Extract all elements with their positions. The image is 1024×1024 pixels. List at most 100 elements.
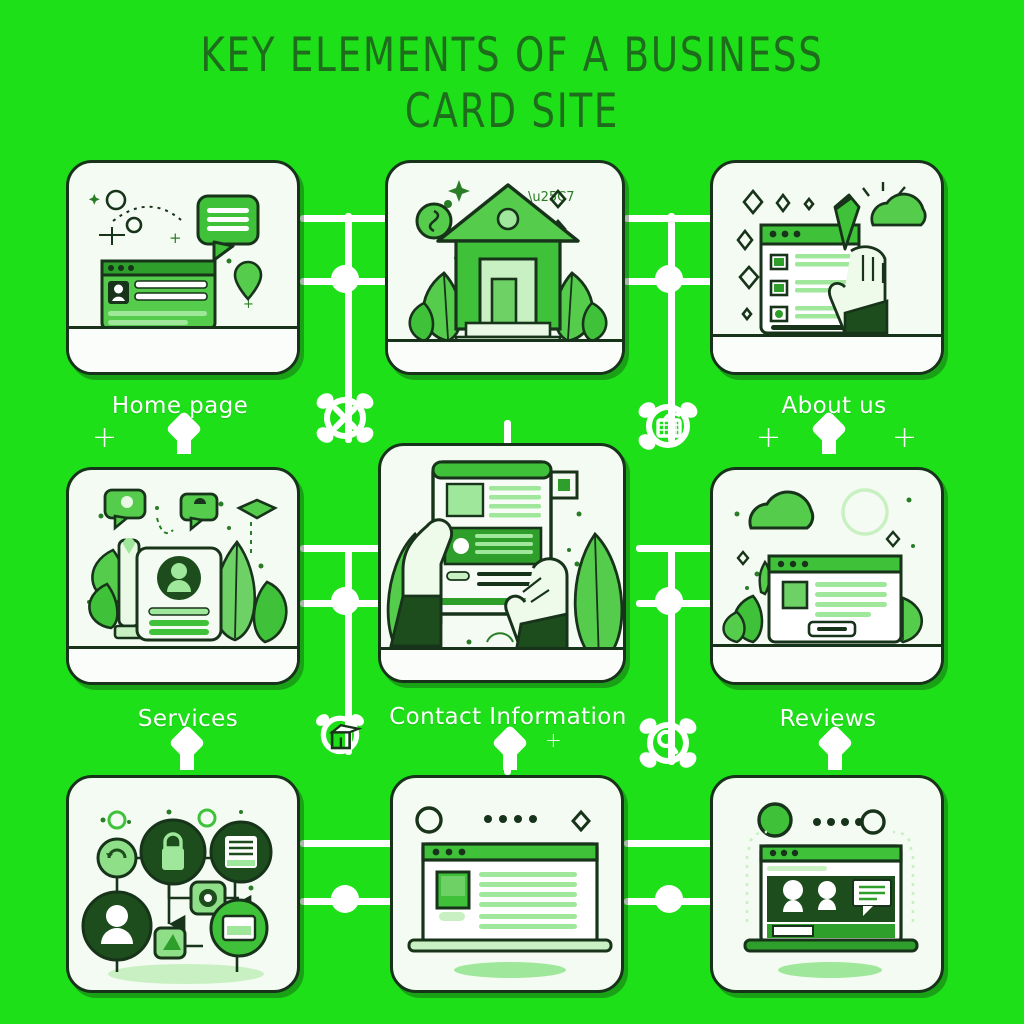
pin-marker bbox=[828, 746, 842, 770]
leaf-icon bbox=[722, 559, 771, 644]
card-floor bbox=[388, 338, 622, 372]
leaf-icon bbox=[573, 531, 623, 666]
laptop-icon bbox=[407, 842, 613, 953]
card-floor bbox=[381, 647, 623, 680]
plus-decoration: + bbox=[545, 728, 562, 752]
illustration-home-page: + + bbox=[69, 163, 297, 372]
connector-line bbox=[668, 213, 675, 443]
person-avatar bbox=[818, 881, 836, 910]
connector-line bbox=[345, 545, 352, 755]
speech-bubble-icon bbox=[852, 879, 892, 916]
node-diagram-art bbox=[81, 808, 273, 984]
illustration-reviews bbox=[713, 470, 941, 682]
laptop-article-art bbox=[407, 806, 613, 978]
card-home-page[interactable]: + + bbox=[66, 160, 300, 375]
about-us-art bbox=[736, 182, 927, 335]
page-title: KEY ELEMENTS OF A BUSINESS CARD SITE bbox=[200, 28, 824, 139]
leaf-icon bbox=[212, 539, 288, 644]
contact-information-art bbox=[386, 460, 623, 666]
hand-icon bbox=[389, 518, 454, 648]
connector-line bbox=[624, 840, 720, 847]
pin-marker bbox=[822, 432, 836, 454]
leaf-icon bbox=[553, 271, 608, 343]
cloud-icon bbox=[748, 490, 815, 530]
card-contact-information[interactable] bbox=[378, 443, 626, 683]
illustration-node-diagram bbox=[69, 778, 297, 990]
badge-icon bbox=[415, 202, 453, 240]
connector-node bbox=[655, 885, 683, 913]
person-node bbox=[81, 890, 153, 962]
lock-node bbox=[139, 818, 207, 886]
document-node bbox=[209, 820, 273, 884]
sync-node bbox=[96, 837, 138, 879]
connector-node bbox=[655, 587, 683, 615]
qr-icon bbox=[549, 470, 579, 500]
card-node-diagram[interactable] bbox=[66, 775, 300, 993]
illustration-services bbox=[69, 470, 297, 682]
services-art bbox=[87, 488, 288, 644]
badge-box-circle[interactable] bbox=[312, 706, 368, 762]
connector-node bbox=[331, 265, 359, 293]
connector-node bbox=[331, 885, 359, 913]
leaf-icon bbox=[88, 548, 127, 630]
badge-basket-circle[interactable] bbox=[636, 392, 700, 456]
search-icon bbox=[657, 730, 679, 755]
location-pin-icon bbox=[233, 260, 263, 301]
share-node bbox=[153, 926, 187, 960]
illustration-about-us bbox=[713, 163, 941, 372]
badge-search-circle[interactable] bbox=[636, 710, 700, 774]
card-reviews[interactable] bbox=[710, 467, 944, 685]
plus-decoration: + bbox=[92, 420, 118, 455]
speech-bubble-icon bbox=[103, 488, 147, 531]
plus-decoration: + bbox=[892, 420, 918, 455]
connector-line bbox=[504, 420, 511, 450]
connector-node bbox=[655, 265, 683, 293]
camera-node bbox=[189, 880, 227, 916]
window-node bbox=[209, 898, 269, 958]
card-services[interactable] bbox=[66, 467, 300, 685]
home-page-art: + + bbox=[88, 189, 263, 331]
tablet-card-icon bbox=[431, 460, 553, 616]
illustration-laptop-article bbox=[393, 778, 621, 990]
svg-text:+: + bbox=[243, 297, 254, 312]
hand-with-pencil-icon bbox=[828, 193, 889, 335]
card-floor bbox=[69, 326, 297, 372]
connector-node bbox=[331, 587, 359, 615]
card-laptop-people[interactable] bbox=[710, 775, 944, 993]
laptop-icon bbox=[743, 844, 919, 953]
card-floor bbox=[69, 645, 297, 682]
badge-cross-circle[interactable] bbox=[313, 385, 377, 449]
card-laptop-article[interactable] bbox=[390, 775, 624, 993]
connector-line bbox=[300, 840, 400, 847]
speech-bubble-icon bbox=[179, 492, 219, 532]
cloud-icon bbox=[862, 182, 927, 227]
card-floor bbox=[713, 643, 941, 682]
box-icon bbox=[328, 724, 363, 750]
browser-window-icon bbox=[767, 554, 903, 644]
card-house[interactable]: \u25C7 bbox=[385, 160, 625, 375]
connector-line bbox=[345, 213, 352, 443]
svg-text:+: + bbox=[169, 229, 182, 247]
house-icon bbox=[436, 183, 580, 353]
browser-window-icon bbox=[100, 259, 217, 331]
card-floor bbox=[713, 334, 941, 372]
basket-icon bbox=[656, 412, 682, 438]
card-about-us[interactable] bbox=[710, 160, 944, 375]
pin-marker bbox=[177, 432, 191, 454]
plus-decoration: + bbox=[756, 420, 782, 455]
connector-line bbox=[668, 545, 675, 765]
laptop-people-art bbox=[743, 802, 919, 978]
illustration-contact-information bbox=[381, 446, 623, 680]
checklist-items bbox=[769, 253, 789, 323]
pin-marker bbox=[180, 746, 194, 770]
profile-card-icon bbox=[135, 546, 223, 642]
label-reviews: Reviews bbox=[779, 706, 877, 732]
illustration-house: \u25C7 bbox=[388, 163, 622, 372]
pin-marker bbox=[503, 746, 517, 770]
circle-decoration bbox=[841, 488, 889, 536]
person-avatar bbox=[783, 880, 803, 912]
illustration-laptop-people bbox=[713, 778, 941, 990]
speech-bubble-icon bbox=[196, 194, 260, 262]
